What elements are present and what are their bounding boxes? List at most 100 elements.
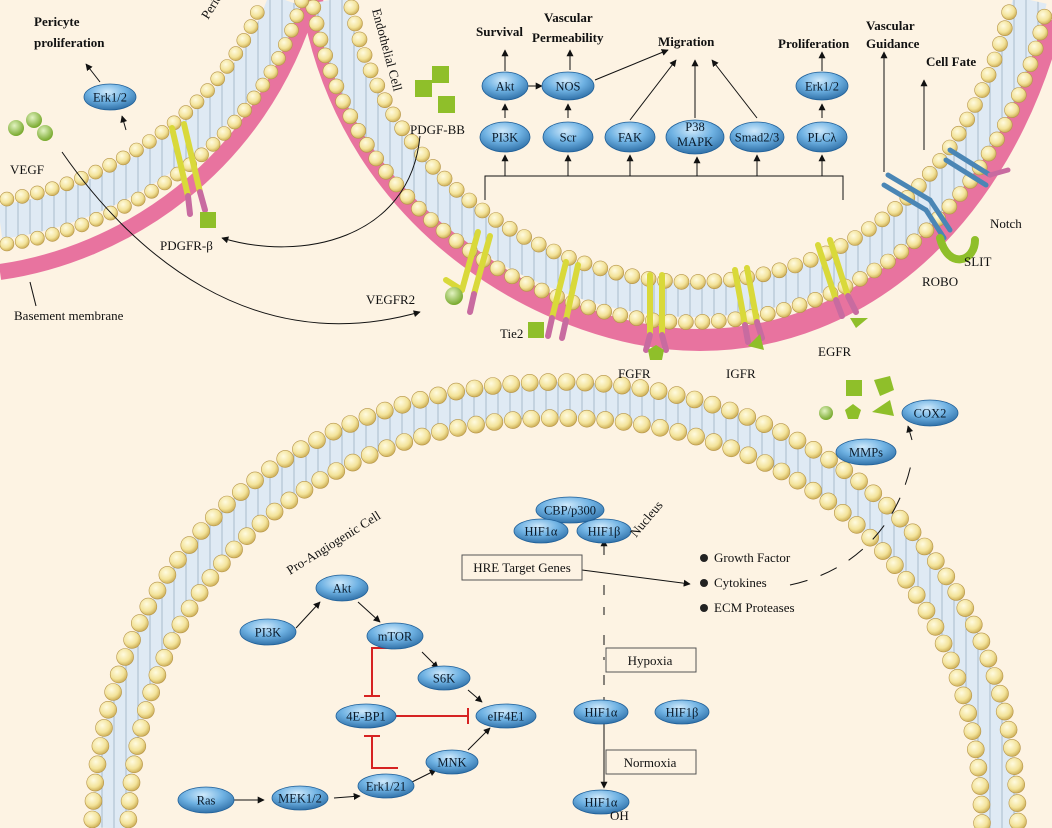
secreted-pentagon bbox=[845, 404, 861, 419]
egfr-receptor bbox=[815, 237, 868, 328]
pro-inner-lipid bbox=[847, 516, 866, 534]
pro-inner-lipid bbox=[687, 427, 705, 446]
pericyte-outer-lipid bbox=[117, 199, 132, 214]
pro-outer-lipid bbox=[232, 483, 250, 501]
pericyte-inner-lipid bbox=[59, 176, 75, 192]
endothelial-outer-lipid bbox=[1022, 56, 1039, 72]
pro-inner-lipid bbox=[934, 634, 953, 653]
pericyte-proliferation-line1: Pericyte bbox=[34, 14, 80, 29]
pericyte-inner-lipid bbox=[210, 71, 225, 87]
pro-inner-lipid bbox=[171, 615, 190, 634]
endothelial-outer-lipid bbox=[1032, 24, 1049, 41]
pro-outer-lipid bbox=[84, 792, 103, 810]
pro-inner-lipid bbox=[119, 810, 138, 828]
egf-ligand bbox=[850, 318, 868, 328]
pro-outer-lipid bbox=[972, 632, 991, 651]
pro-inner-lipid bbox=[963, 722, 982, 741]
pro-inner-lipid bbox=[966, 740, 985, 759]
scr-node: Scr bbox=[542, 121, 594, 153]
hif1b-cytoplasm-node: HIF1β bbox=[654, 699, 710, 725]
endothelial-inner-lipid bbox=[608, 264, 625, 281]
pro-outer-lipid bbox=[1007, 775, 1026, 794]
endothelial-inner-lipid bbox=[950, 125, 967, 142]
receptors bbox=[169, 121, 1011, 360]
endothelial-inner-lipid bbox=[385, 106, 401, 123]
endothelial-outer-lipid bbox=[866, 262, 883, 279]
pro-outer-lipid bbox=[947, 583, 966, 601]
pro-outer-lipid bbox=[539, 373, 557, 391]
pro-inner-lipid bbox=[577, 409, 596, 428]
pro-outer-lipid bbox=[703, 395, 722, 414]
pro-outer-lipid bbox=[358, 408, 377, 426]
mtor-node-label: mTOR bbox=[378, 630, 413, 644]
nos-node: NOS bbox=[541, 71, 595, 101]
endothelial-outer-lipid bbox=[612, 307, 629, 324]
pericyte-inner-lipid bbox=[228, 46, 244, 61]
pro-inner-lipid bbox=[722, 439, 741, 458]
pro-inner-lipid bbox=[942, 651, 960, 670]
pro-outer-lipid bbox=[123, 631, 141, 649]
endothelial-outer-lipid bbox=[504, 268, 520, 285]
endothelial-outer-lipid bbox=[694, 313, 711, 330]
cbp-p300-node-label: CBP/p300 bbox=[544, 504, 596, 518]
pericyte-inner-lipid bbox=[129, 142, 144, 158]
endothelial-outer-lipid bbox=[378, 164, 394, 180]
pro-inner-lipid bbox=[201, 569, 220, 587]
akt-endothelial-node-label: Akt bbox=[496, 80, 515, 94]
endothelial-outer-lipid bbox=[399, 189, 416, 205]
mek-node: MEK1/2 bbox=[271, 785, 329, 811]
endothelial-outer-lipid bbox=[533, 282, 550, 299]
pro-outer-lipid bbox=[139, 597, 158, 616]
hif1a-cytoplasm-node: HIF1α bbox=[573, 699, 629, 725]
pro-inner-lipid bbox=[596, 411, 615, 429]
akt-mtor-node-label: Akt bbox=[333, 582, 352, 596]
fgf-ligand bbox=[648, 345, 664, 360]
pericyte-outer-lipid bbox=[255, 77, 271, 93]
pro-inner-lipid bbox=[886, 556, 904, 575]
endothelial-inner-lipid bbox=[673, 274, 690, 290]
pericyte-outer-lipid bbox=[89, 212, 104, 227]
endothelial-inner-lipid bbox=[874, 211, 891, 228]
pro-inner-lipid bbox=[972, 795, 991, 814]
endothelial-inner-lipid bbox=[980, 67, 997, 83]
pro-inner-lipid bbox=[503, 411, 522, 429]
endothelial-inner-lipid bbox=[474, 202, 491, 219]
endothelial-inner-lipid bbox=[986, 51, 1003, 68]
pro-inner-lipid bbox=[819, 492, 838, 511]
pro-outer-lipid bbox=[576, 373, 594, 392]
pro-outer-lipid bbox=[864, 484, 883, 503]
hif1a-nucleus-node-label: HIF1α bbox=[525, 525, 558, 539]
pro-inner-lipid bbox=[861, 528, 880, 547]
endothelial-inner-lipid bbox=[516, 229, 533, 245]
pro-inner-lipid bbox=[238, 527, 256, 546]
pro-inner-lipid bbox=[360, 446, 379, 464]
pro-inner-lipid bbox=[540, 409, 559, 427]
p38-label: P38 bbox=[685, 120, 704, 134]
pro-inner-lipid bbox=[897, 570, 916, 589]
erk-mtor-node: Erk1/21 bbox=[357, 773, 415, 799]
pro-inner-lipid bbox=[377, 439, 396, 458]
pro-outer-lipid bbox=[631, 379, 650, 397]
hypoxia-label: Hypoxia bbox=[628, 653, 673, 668]
scr-node-label: Scr bbox=[560, 131, 578, 145]
plc-node: PLCλ bbox=[796, 121, 848, 153]
endothelial-inner-lipid bbox=[771, 262, 788, 279]
endothelial-inner-lipid bbox=[959, 111, 976, 128]
connectors bbox=[61, 49, 928, 804]
endothelial-outer-lipid bbox=[906, 233, 923, 250]
pdgfr-beta-receptor bbox=[169, 121, 216, 228]
pericyte-outer-lipid bbox=[130, 191, 146, 207]
pro-inner-lipid bbox=[311, 471, 330, 489]
erk-endothelial-node-label: Erk1/2 bbox=[805, 80, 839, 94]
pro-inner-lipid bbox=[704, 433, 723, 451]
erk-mtor-node-label: Erk1/21 bbox=[366, 780, 406, 794]
pro-inner-lipid bbox=[669, 423, 688, 441]
pro-outer-lipid bbox=[964, 615, 983, 634]
pro-outer-lipid bbox=[447, 382, 466, 401]
pericyte-outer-lipid bbox=[59, 222, 75, 238]
vegf-bound-ligand bbox=[445, 287, 463, 305]
pro-outer-lipid bbox=[393, 395, 412, 414]
endothelial-inner-lipid bbox=[545, 243, 562, 260]
